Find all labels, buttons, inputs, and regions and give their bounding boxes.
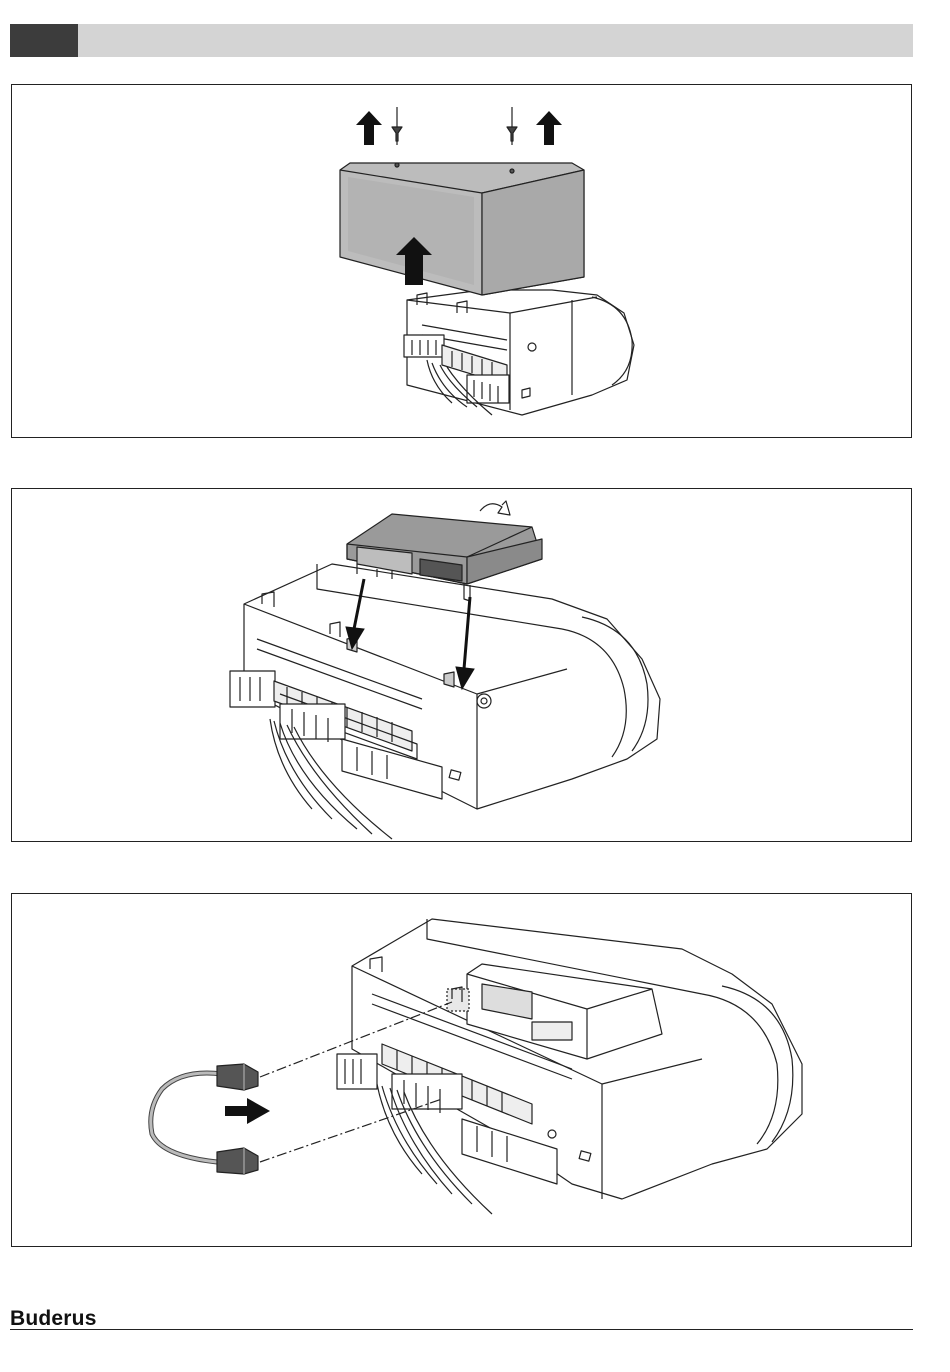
cable-connection-illustration xyxy=(12,894,911,1246)
header-bar xyxy=(10,24,913,57)
module-insertion-illustration xyxy=(12,489,911,841)
figure-cover-removal xyxy=(11,84,912,438)
brand-logo: Buderus xyxy=(10,1307,97,1331)
header-section-block xyxy=(10,24,78,57)
figure-cable-connection xyxy=(11,893,912,1247)
cover-removal-illustration xyxy=(12,85,911,437)
footer-divider xyxy=(10,1329,913,1330)
figure-module-insertion xyxy=(11,488,912,842)
